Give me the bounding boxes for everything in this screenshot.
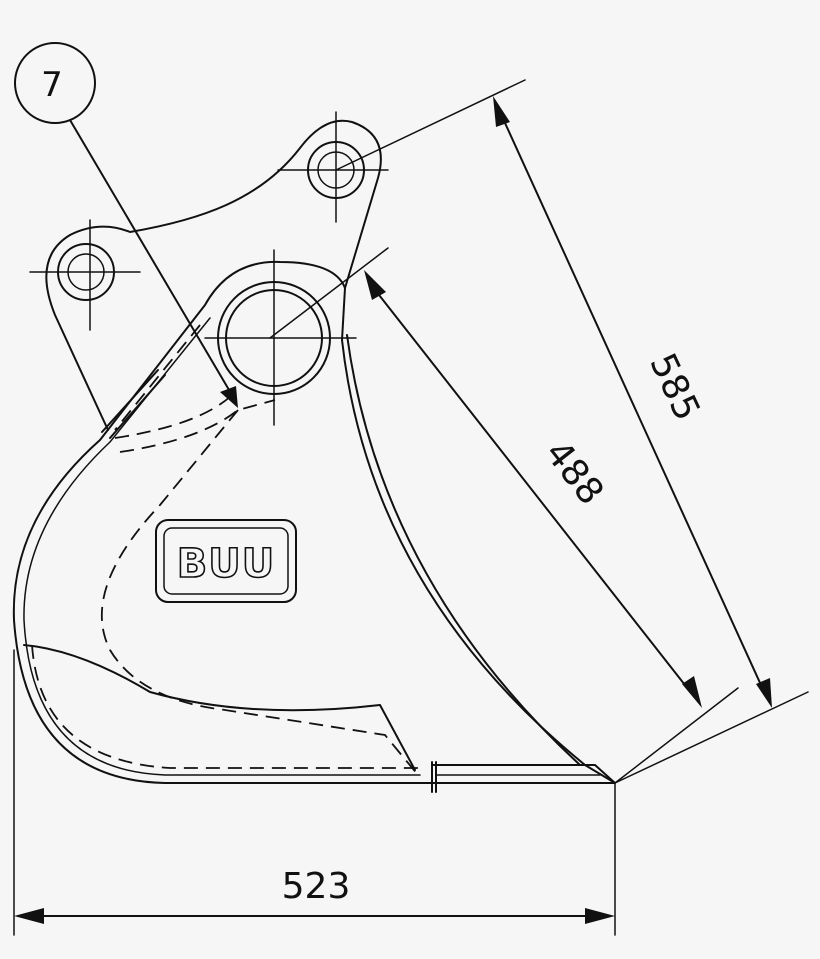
extension-line-lip-inner [614,687,739,784]
dimension-line-outer-height [499,111,767,697]
pin-hole-top [277,111,389,223]
cutting-edge [431,761,616,793]
callout-arrowhead [220,386,238,408]
hidden-lines [31,324,420,776]
arrowhead-inner-bottom [682,676,702,708]
dimension-inner-height-label: 488 [537,433,612,512]
callout-label: 7 [41,65,63,105]
mounting-plate [45,119,382,431]
dimension-inner-height: 488 [269,247,739,784]
pin-hole-left [29,219,141,331]
logo-plate-outer [155,519,297,603]
logo-text: BUU [177,541,275,587]
extension-line-lip-outer [614,691,809,784]
arrowhead-outer-top [493,96,510,127]
callout-7: 7 [14,42,238,408]
extension-line-pin [335,79,526,171]
extension-line-hinge [269,247,389,339]
dimension-line-inner-height [371,285,693,695]
bucket-outline [12,119,616,784]
callout-leader [69,119,233,396]
dimension-outer-height-label: 585 [641,347,707,427]
logo-plate: BUU [155,519,297,603]
side-plate-edge [346,334,581,766]
arrowhead-right [585,908,615,924]
callout-balloon [14,42,96,124]
dimension-outer-height: 585 [335,79,809,784]
arrowhead-inner-top [364,270,386,300]
arrowhead-outer-bottom [756,678,772,708]
dimension-width: 523 [13,649,616,936]
dimension-width-label: 523 [282,866,351,907]
logo-plate-inner [163,527,289,595]
side-strip [101,369,166,439]
arrowhead-left [14,908,44,924]
bucket-shell-outer [12,260,616,784]
hinge-boss [204,249,357,426]
bucket-shell-inner [23,317,421,776]
